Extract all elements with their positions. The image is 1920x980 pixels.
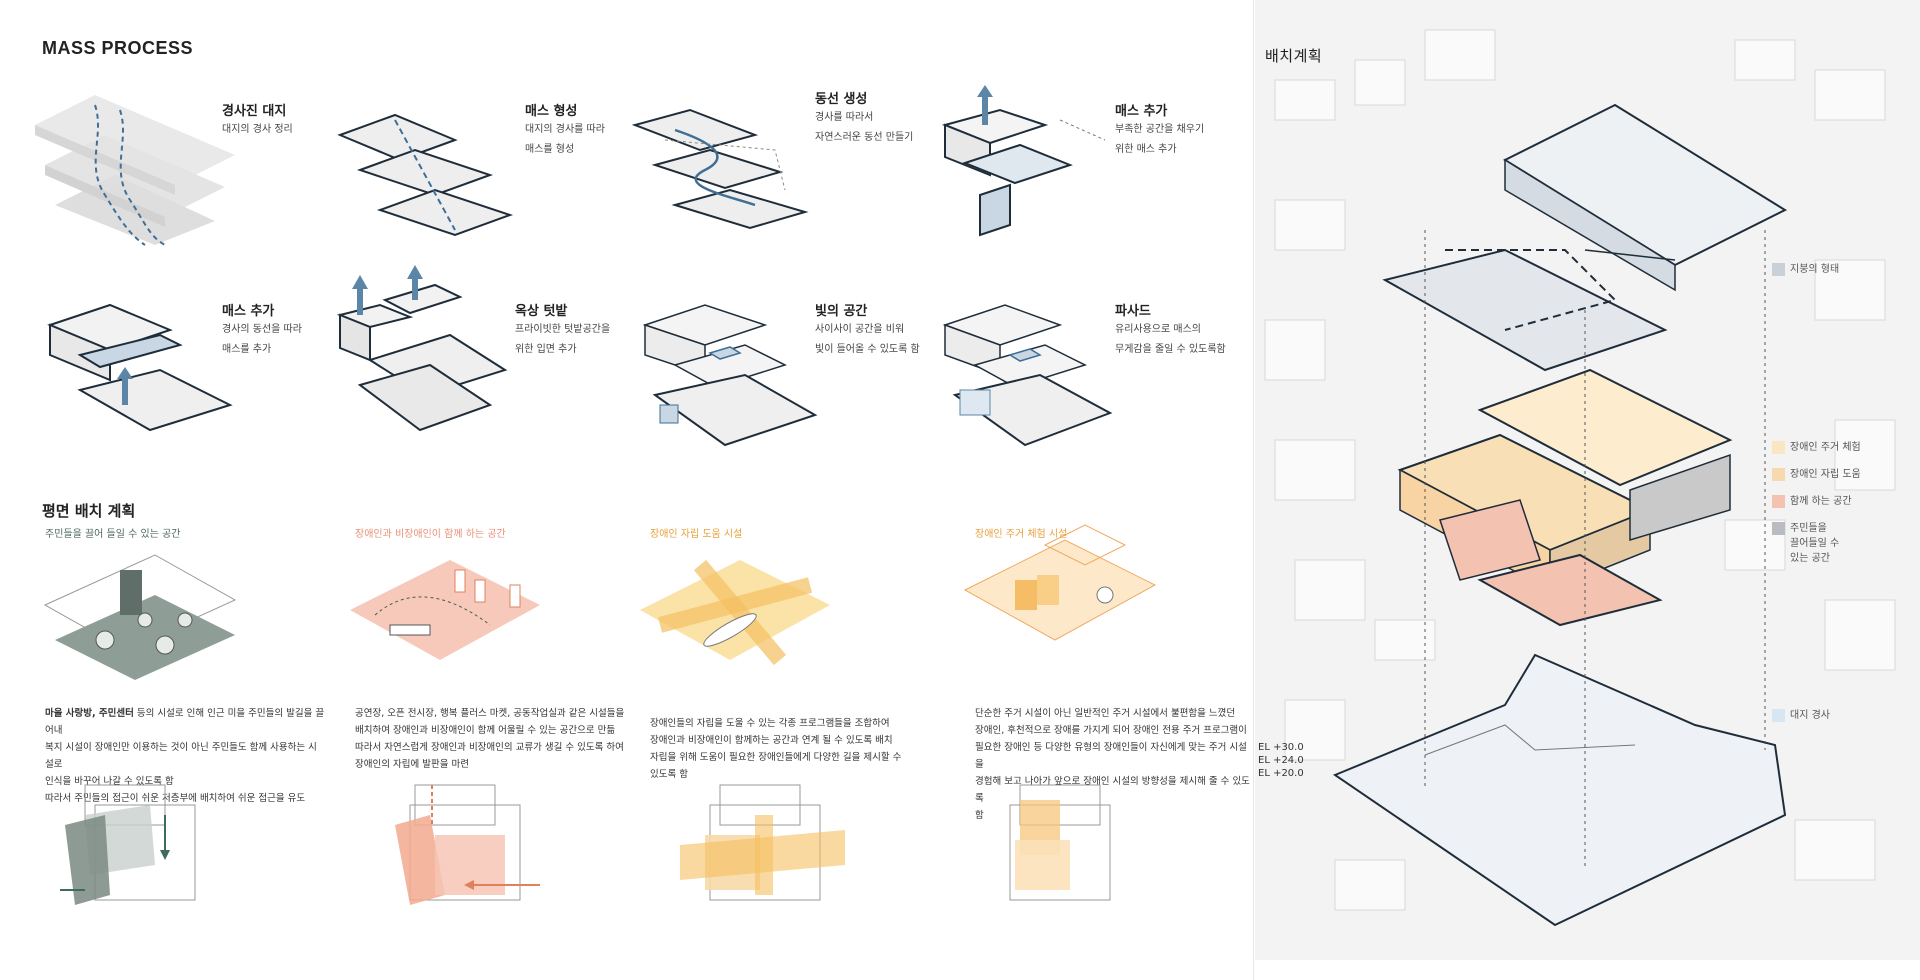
plan-col-4-paragraph: 단순한 주거 시설이 아닌 일반적인 주거 시설에서 불편함을 느꼈던 장애인,… [975, 708, 1250, 821]
step-7-desc: 사이사이 공간을 비워 빛이 들어올 수 있도록 함 [815, 324, 920, 355]
step-5-desc: 경사의 동선을 따라 매스를 추가 [222, 324, 302, 355]
exploded-program-layer [1397, 368, 1733, 627]
plan-col-2-subtitle: 장애인과 비장애인이 함께 하는 공간 [355, 529, 506, 540]
plan-col-1-para-text: 등의 시설로 인해 인근 미을 주민들의 발길을 끌어내 복지 시설이 장애인만… [45, 708, 325, 804]
step-3-desc: 경사를 따라서 자연스러운 동선 만들기 [815, 112, 914, 143]
step-3-title: 동선 생성 [815, 92, 868, 107]
step-6-desc: 프라이빗한 텃밭공간을 위한 입면 추가 [515, 324, 611, 355]
legend-roof-swatch [1772, 263, 1785, 276]
elevation-label: EL +24.0 [1258, 755, 1304, 766]
plan-col-3-paragraph: 장애인들의 자립을 도울 수 있는 각종 프로그램들을 조합하여 장애인과 비장… [650, 718, 902, 780]
city-context-pattern [1264, 29, 1896, 911]
plan-col-1-paragraph: 마을 사랑방, 주민센터 등의 시설로 인해 인근 미을 주민들의 발길을 끌어… [45, 705, 325, 807]
legend-label: 함께 하는 공간 [1790, 496, 1852, 507]
legend-label: 장애인 주거 체험 [1790, 442, 1861, 453]
site-plan-title: 배치계획 [1265, 48, 1323, 65]
legend-swatch [1772, 468, 1785, 481]
plan-col-4-zoning [1009, 784, 1111, 901]
diagram-facade [942, 304, 1113, 447]
section-divider [1253, 0, 1254, 980]
legend-label: 주민들을 끌어들일 수 있는 공간 [1790, 523, 1840, 564]
step-7-title: 빛의 공간 [815, 304, 868, 319]
step-5-title: 매스 추가 [222, 304, 275, 319]
diagram-mass-formation [337, 113, 514, 237]
diagram-circulation [631, 108, 809, 230]
plan-col-1-diagram [43, 554, 237, 680]
plan-col-3-zoning [680, 784, 845, 901]
diagram-light-space [642, 304, 818, 447]
step-2-title: 매스 형성 [525, 104, 578, 119]
legend-item: 장애인 자립 도움 [1772, 467, 1861, 482]
step-2-desc: 대지의 경사를 따라 매스를 형성 [525, 124, 605, 155]
legend-site-swatch [1772, 709, 1785, 722]
exploded-roof-layer [1382, 103, 1788, 372]
plan-col-2-paragraph: 공연장, 오픈 전시장, 행복 플러스 마켓, 공동작업실과 같은 시설들을 배… [355, 708, 625, 770]
legend-site-label: 대지 경사 [1790, 710, 1830, 721]
legend-swatch [1772, 522, 1785, 535]
step-1-title: 경사진 대지 [222, 104, 287, 119]
legend-swatch [1772, 495, 1785, 508]
plan-col-3-diagram [640, 559, 830, 666]
legend-item: 장애인 주거 체험 [1772, 440, 1861, 455]
legend-site: 대지 경사 [1772, 708, 1830, 723]
step-6-title: 옥상 텃밭 [515, 304, 568, 319]
elevation-labels: EL +30.0 EL +24.0 EL +20.0 [1258, 742, 1304, 779]
legend-item: 주민들을 끌어들일 수 있는 공간 [1772, 521, 1861, 566]
elevation-label: EL +20.0 [1258, 768, 1304, 779]
legend-swatch [1772, 441, 1785, 454]
plan-col-1-subtitle: 주민들을 끌어 들일 수 있는 공간 [45, 529, 181, 540]
diagram-sloped-site [35, 95, 235, 246]
mass-process-title: MASS PROCESS [42, 38, 194, 58]
plan-title: 평면 배치 계획 [42, 502, 136, 520]
plan-col-4-diagram [963, 524, 1157, 641]
step-8-desc: 유리사용으로 매스의 무게감을 줄일 수 있도록함 [1115, 324, 1226, 355]
legend-roof: 지붕의 형태 [1772, 262, 1839, 277]
legend-roof-label: 지붕의 형태 [1790, 264, 1840, 275]
plan-col-3-subtitle: 장애인 자립 도움 시설 [650, 529, 743, 540]
step-1-desc: 대지의 경사 정리 [222, 124, 293, 135]
plan-col-2-diagram [350, 560, 540, 660]
site-slope-base [1332, 653, 1787, 927]
plan-col-2-zoning [395, 784, 540, 905]
diagram-mass-addition-1 [941, 85, 1106, 237]
plan-col-1-zoning [60, 784, 196, 905]
legend-label: 장애인 자립 도움 [1790, 469, 1861, 480]
elevation-label: EL +30.0 [1258, 742, 1304, 753]
legend-program: 장애인 주거 체험 장애인 자립 도움 함께 하는 공간 주민들을 끌어들일 수… [1772, 440, 1861, 566]
step-4-title: 매스 추가 [1115, 104, 1168, 119]
step-8-title: 파사드 [1115, 304, 1151, 319]
plan-col-1-para-bold: 마을 사랑방, 주민센터 [45, 708, 134, 719]
diagram-rooftop-garden [336, 265, 508, 432]
plan-col-4-subtitle: 장애인 주거 체험 시설 [975, 529, 1068, 540]
alignment-guides [1424, 230, 1766, 870]
diagram-mass-addition-2 [47, 303, 233, 432]
legend-item: 함께 하는 공간 [1772, 494, 1861, 509]
step-4-desc: 부족한 공간을 채우기 위한 매스 추가 [1115, 124, 1205, 155]
